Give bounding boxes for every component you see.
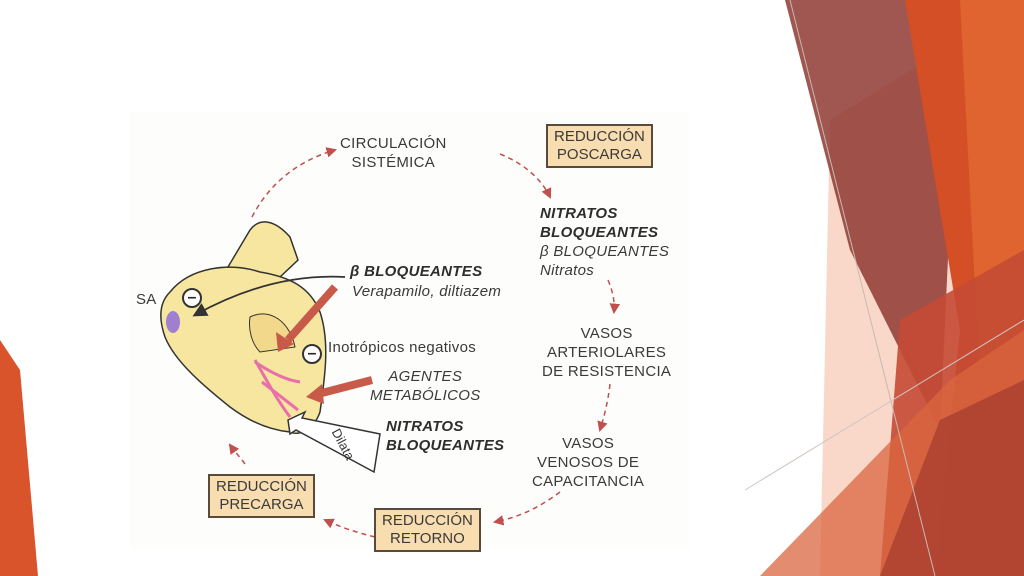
inotropicos-label: Inotrópicos negativos (328, 339, 477, 356)
sa-label: SA (136, 291, 157, 308)
cycle-arrow-heart-to-circulacion (251, 147, 338, 218)
deco-left-orange-shape (0, 340, 38, 576)
heart-diagram-figure: CIRCULACIÓN SISTÉMICA REDUCCIÓN POSCARGA… (130, 112, 690, 552)
minus-sa-icon: – (182, 288, 202, 308)
reduccion-precarga-box: REDUCCIÓN PRECARGA (208, 474, 315, 518)
cycle-arrow-arteriolares-to-venosos (597, 383, 611, 433)
cycle-arrow-circulacion-to-nitratos (499, 153, 552, 199)
verapamilo-red-arrow (285, 284, 338, 343)
minus-inotropic-icon: – (302, 344, 322, 364)
verapamilo-red-arrowhead (276, 332, 294, 352)
verapamilo-label: Verapamilo, diltiazem (352, 283, 502, 300)
agentes-red-arrow (316, 376, 374, 398)
nitratos-bloqueantes-bottom-label: NITRATOS BLOQUEANTES (386, 418, 505, 454)
nitratos-group-label: NITRATOS BLOQUEANTES β BLOQUEANTES Nitra… (540, 205, 670, 279)
deco-thin-line-2 (744, 319, 1024, 491)
agentes-red-arrowhead (306, 384, 324, 404)
deco-bottom-dark-shape (880, 380, 1024, 576)
cycle-arrow-nitratos-to-arteriolares (607, 279, 621, 315)
pink-fiber-3 (261, 380, 299, 412)
beta-to-sa-arrow (192, 275, 346, 317)
aorta-shape (223, 221, 299, 278)
reduccion-poscarga-box: REDUCCIÓN POSCARGA (546, 124, 653, 168)
sa-node (166, 311, 180, 333)
vasos-arteriolares-label: VASOS ARTERIOLARES DE RESISTENCIA (542, 325, 672, 380)
dilata-arrow (287, 410, 381, 474)
cycle-arrow-precarga-to-heart (228, 443, 246, 465)
reduccion-retorno-box: REDUCCIÓN RETORNO (374, 508, 481, 552)
cycle-arrow-retorno-to-precarga (323, 518, 376, 538)
deco-thin-line (789, 0, 936, 576)
pink-fiber-2 (254, 360, 301, 384)
vasos-venosos-label: VASOS VENOSOS DE CAPACITANCIA (532, 435, 645, 490)
circulacion-label: CIRCULACIÓN SISTÉMICA (340, 135, 447, 171)
beta-bloqueantes-label: β BLOQUEANTES (350, 263, 483, 280)
cycle-arrow-venosos-to-retorno (492, 491, 561, 526)
agentes-metabolicos-label: AGENTES METABÓLICOS (370, 368, 481, 404)
